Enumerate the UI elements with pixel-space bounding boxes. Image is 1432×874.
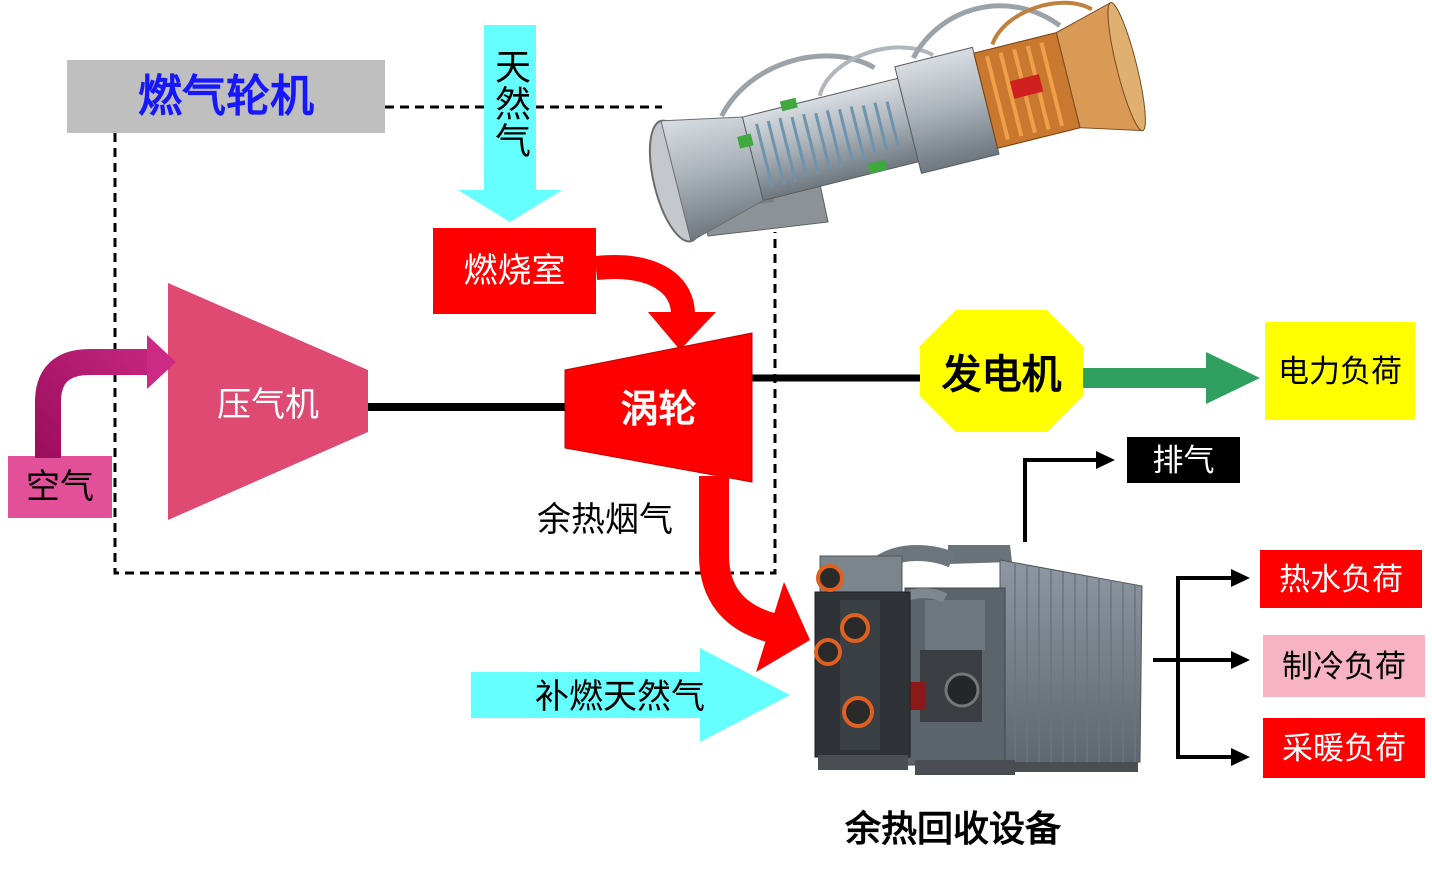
flue-gas-arrow	[699, 476, 777, 643]
exhaust-label: 排气	[1152, 442, 1215, 478]
natural-gas-arrow	[458, 25, 562, 222]
power-load-box	[1265, 322, 1415, 420]
air-inlet-arrow	[35, 349, 150, 458]
combustor-to-turbine-arrowhead	[648, 312, 716, 350]
recovery-device-label: 余热回收设备	[844, 808, 1061, 849]
flue-gas-arrowhead	[756, 582, 810, 672]
cooling-load-box	[1263, 635, 1425, 697]
power-output-arrow	[1083, 352, 1260, 404]
air-inlet-arrowhead	[147, 335, 176, 389]
hot-water-arrowhead	[1231, 569, 1250, 587]
combustor-to-turbine-arrow	[594, 255, 695, 317]
heating-load-box	[1263, 718, 1425, 778]
exhaust-arrowhead	[1096, 451, 1115, 469]
turbine-label: 涡轮	[620, 389, 697, 431]
exhaust-arrow	[1023, 458, 1098, 542]
air-box	[8, 456, 112, 518]
flue-gas-label: 余热烟气	[537, 501, 673, 539]
cooling-load-label: 制冷负荷	[1282, 648, 1406, 684]
supplementary-gas-label: 补燃天然气	[535, 678, 705, 716]
supplementary-gas-arrow	[471, 648, 790, 742]
heating-arrowhead	[1231, 748, 1250, 766]
gas-turbine-illustration	[648, 0, 1146, 243]
gas-turbine-boundary	[113, 133, 777, 575]
heating-load-label: 采暖负荷	[1282, 730, 1406, 766]
gas-turbine-title-box	[67, 60, 385, 133]
air-label: 空气	[26, 468, 94, 506]
gas-turbine-title: 燃气轮机	[138, 71, 314, 121]
compressor-label: 压气机	[217, 386, 319, 424]
generator-octagon	[920, 310, 1083, 432]
generator-label: 发电机	[941, 353, 1062, 397]
combustor-label: 燃烧室	[463, 252, 566, 290]
compressor-shape	[168, 283, 368, 520]
hot-water-load-label: 热水负荷	[1279, 561, 1403, 597]
power-load-label: 电力负荷	[1278, 353, 1402, 389]
heat-recovery-unit-illustration	[814, 544, 1143, 775]
combustor-box	[433, 228, 596, 314]
cooling-arrowhead	[1231, 651, 1250, 669]
hot-water-load-box	[1260, 550, 1422, 608]
natural-gas-label: 天然气	[490, 47, 531, 159]
load-distribution-arrows	[1153, 576, 1233, 759]
exhaust-box	[1127, 437, 1240, 483]
turbine-shape	[564, 332, 753, 483]
